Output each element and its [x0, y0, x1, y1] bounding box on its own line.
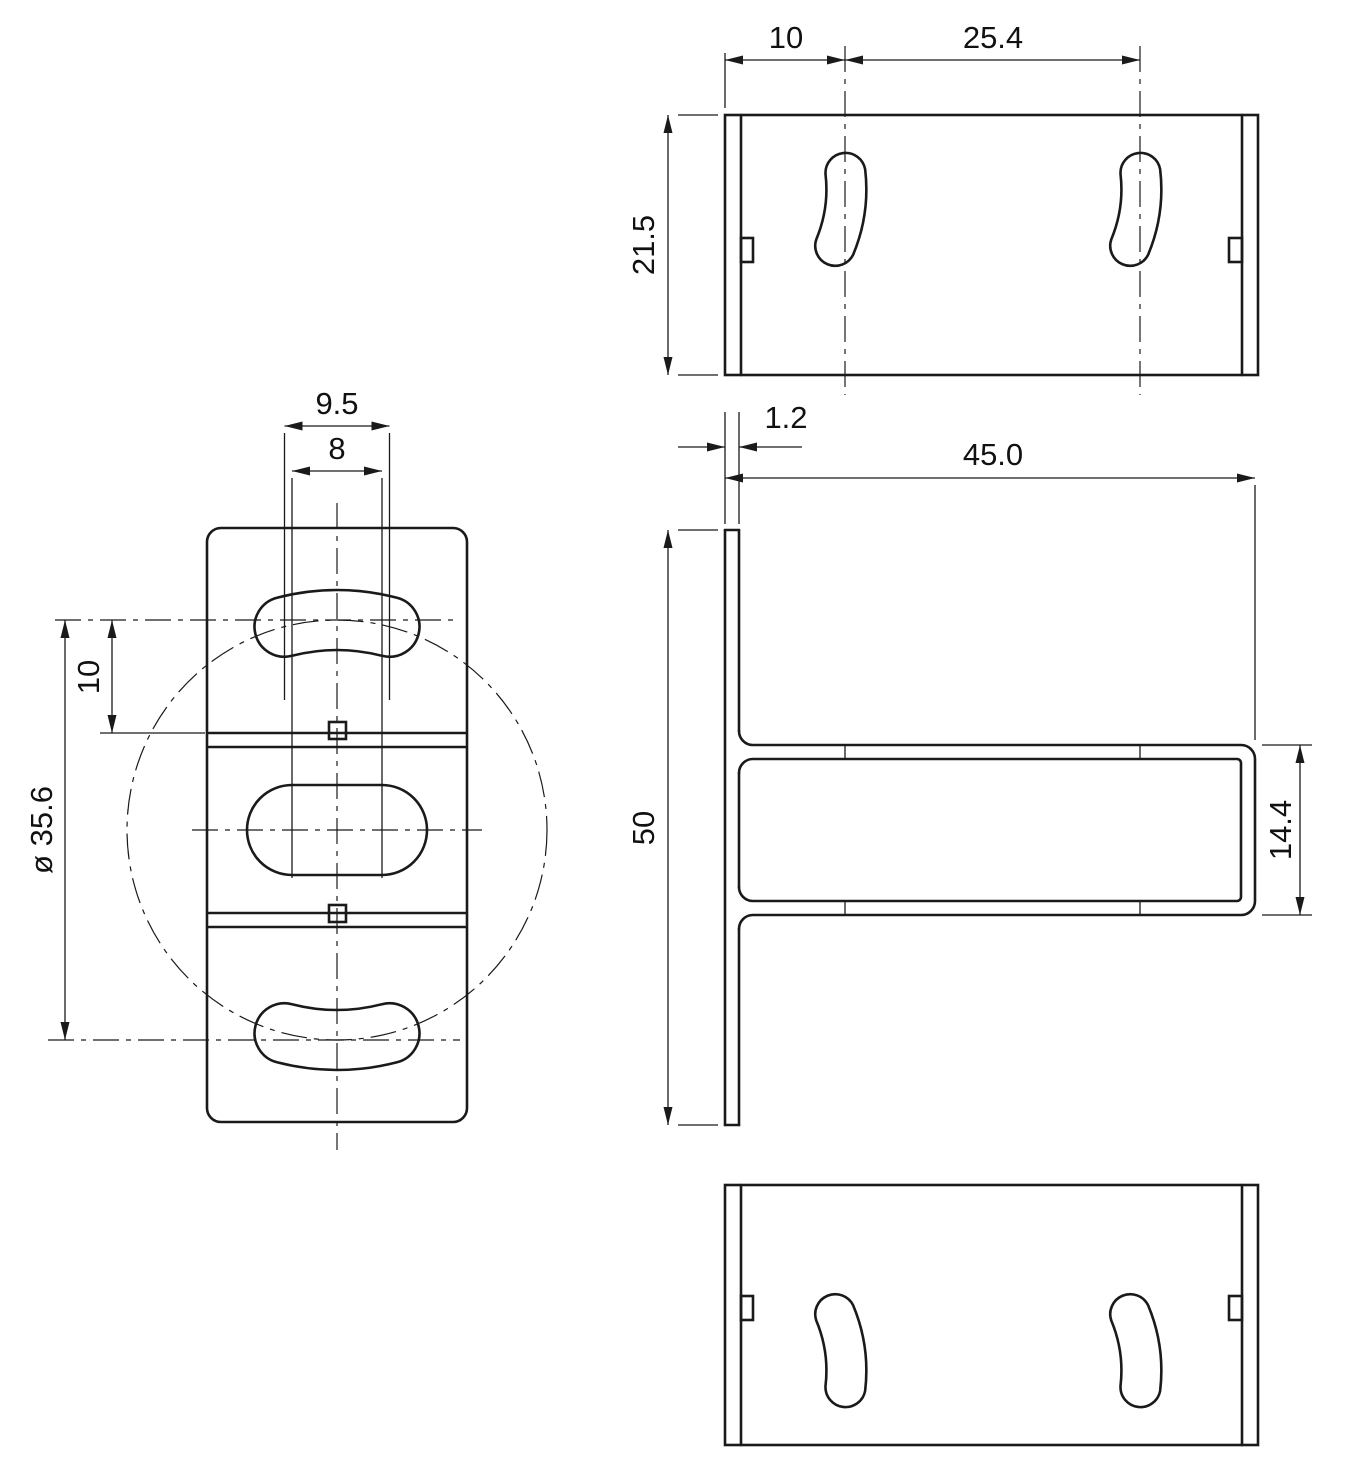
dim-text-edge-to-slot: 10 [769, 20, 803, 55]
lower-tab-cutout [327, 903, 348, 924]
dim-text-slot-offset: 10 [71, 660, 106, 694]
upper-tab-cutout [327, 720, 348, 741]
top-outline [723, 113, 1260, 377]
side-dimensions: 1.2 45.0 50 14.4 [626, 400, 1312, 1126]
middle-obround-slot [245, 783, 429, 877]
dim-text-middle-slot: 8 [328, 431, 345, 466]
side-profile [723, 528, 1257, 1127]
bottom-arc-slot [253, 1001, 421, 1072]
top-body [723, 113, 1260, 377]
top-slots [811, 149, 1169, 271]
dim-text-thickness: 1.2 [764, 400, 807, 435]
top-view: 10 25.4 21.5 [626, 20, 1260, 395]
dim-text-pitch-diameter: ø 35.6 [24, 786, 59, 874]
dim-text-depth: 21.5 [626, 215, 661, 275]
bottom-right-notch [1227, 1294, 1244, 1322]
top-left-notch [739, 236, 755, 264]
dim-text-slot-pitch: 9.5 [315, 386, 358, 421]
bottom-bean-slot-2 [1106, 1289, 1169, 1411]
top-dimensions: 10 25.4 21.5 [626, 20, 1140, 376]
pitch-circle [126, 619, 548, 1041]
bottom-slots [811, 1289, 1169, 1411]
front-body [205, 526, 469, 1124]
bottom-body [723, 1183, 1260, 1447]
channel-outer-contour [737, 729, 1257, 931]
front-view: 9.5 8 10 ø 35.6 [24, 386, 548, 1150]
top-bean-slot-2 [1106, 149, 1169, 271]
dim-text-slot-spacing: 25.4 [963, 20, 1023, 55]
bend-ticks [844, 745, 1141, 915]
top-centerlines [844, 46, 1141, 395]
dim-text-channel-height: 14.4 [1263, 800, 1298, 860]
bottom-view [723, 1183, 1260, 1447]
front-outline [205, 526, 469, 1124]
front-dimensions: 9.5 8 10 ø 35.6 [24, 386, 391, 1040]
dim-text-overall-width: 45.0 [963, 437, 1023, 472]
channel-inner-contour [737, 757, 1243, 903]
bottom-left-notch [739, 1294, 755, 1322]
side-view: 1.2 45.0 50 14.4 [626, 400, 1312, 1127]
bottom-outline [723, 1183, 1260, 1447]
bottom-bean-slot-1 [811, 1289, 874, 1411]
top-bean-slot-1 [811, 149, 874, 271]
top-right-notch [1227, 236, 1244, 264]
front-centerlines [48, 503, 548, 1150]
dim-text-overall-height: 50 [626, 811, 661, 845]
